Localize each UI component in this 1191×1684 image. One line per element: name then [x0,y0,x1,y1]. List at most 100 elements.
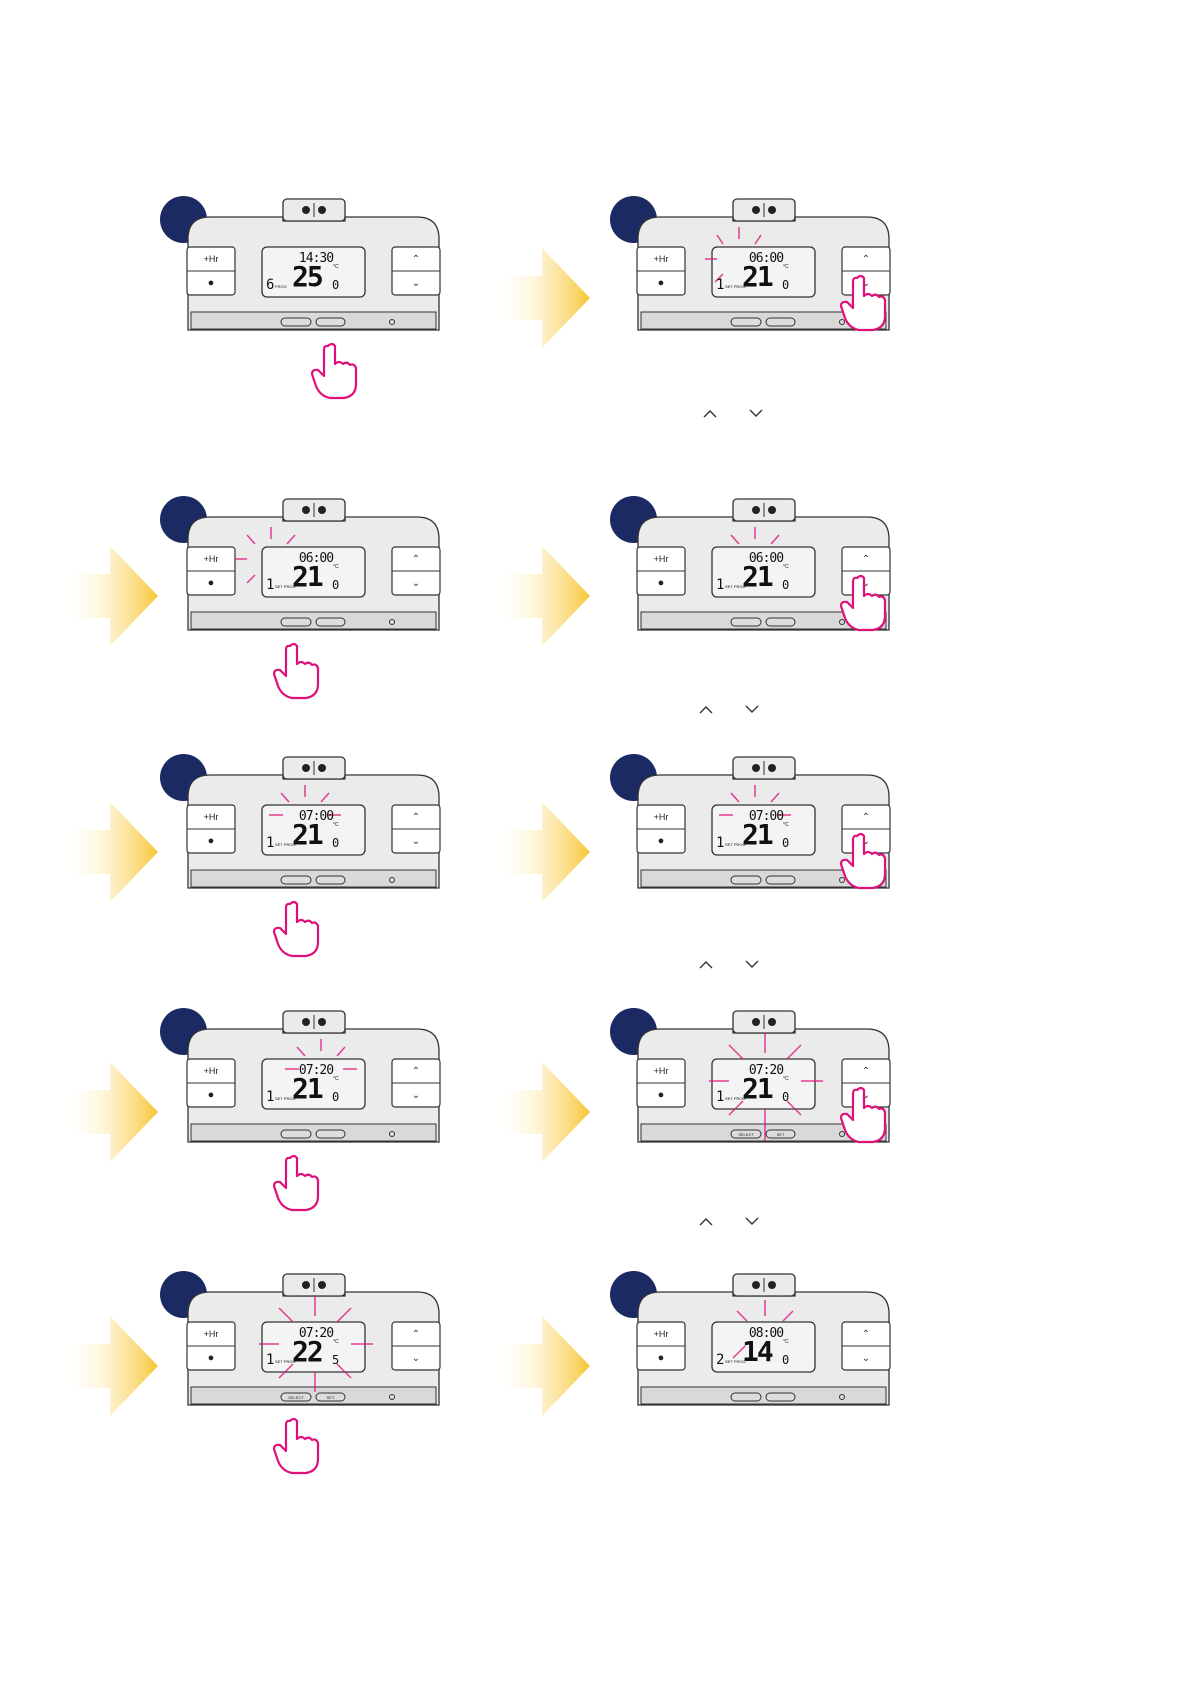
thermostat: +Hr ● ⌃ ⌄ 07:00 21 0 °C 1 SET PROG [186,756,441,889]
lcd-time: 07:20 [298,1326,334,1341]
lcd-decimal: 0 [332,1090,340,1104]
lcd-unit: °C [783,1076,789,1082]
pointing-hand-icon [272,1154,320,1212]
up-button[interactable]: ⌃ [861,1328,871,1340]
flame-button[interactable]: ● [207,1089,215,1101]
down-button[interactable]: ⌄ [411,835,421,847]
pointing-hand-icon [839,832,887,890]
up-button[interactable]: ⌃ [411,553,421,565]
up-button[interactable]: ⌃ [411,811,421,823]
lcd-display: 07:20 21 0 °C 1 SET PROG [712,1059,815,1109]
select-button[interactable]: SELECT [288,1394,304,1400]
down-button[interactable]: ⌄ [411,277,421,289]
pointing-hand-icon [839,274,887,332]
up-button[interactable]: ⌃ [861,553,871,565]
lcd-decimal: 5 [332,1353,340,1367]
lcd-program-number: 1 [716,835,725,851]
plus-hour-button[interactable]: +Hr [203,254,219,264]
set-button[interactable]: SET [326,1394,335,1400]
down-button[interactable]: ⌄ [861,277,871,289]
lcd-temperature: 21 [742,818,774,851]
up-button[interactable]: ⌃ [411,1065,421,1077]
lcd-temperature: 21 [742,260,774,293]
thermostat: +Hr ● ⌃ ⌄ 14:30 25 0 °C 6 PROG [186,198,441,331]
lcd-decimal: 0 [782,578,790,592]
flame-button[interactable]: ● [207,577,215,589]
flame-button[interactable]: ● [207,1352,215,1364]
lcd-display: 06:00 21 0 °C 1 SET PROG [712,247,815,297]
lcd-decimal: 0 [782,1353,790,1367]
select-button[interactable]: SELECT [738,1131,754,1137]
pointing-hand-icon [272,1417,320,1475]
lcd-program-number: 1 [266,1089,275,1105]
flame-button[interactable]: ● [657,1352,665,1364]
flame-button[interactable]: ● [657,835,665,847]
plus-hour-button[interactable]: +Hr [203,1329,219,1339]
down-button[interactable]: ⌄ [861,1352,871,1364]
plus-hour-button[interactable]: +Hr [203,554,219,564]
lcd-temperature: 21 [292,818,324,851]
flame-button[interactable]: ● [657,577,665,589]
lcd-prog-tag: SET PROG [725,584,746,589]
pointing-hand-icon [839,1086,887,1144]
lcd-unit: °C [333,564,339,570]
set-button[interactable]: SET [776,1131,785,1137]
plus-hour-button[interactable]: +Hr [203,1066,219,1076]
lcd-decimal: 0 [332,836,340,850]
lcd-time: 06:00 [748,251,784,266]
flame-button[interactable]: ● [657,277,665,289]
lcd-prog-tag: SET PROG [275,1359,296,1364]
lcd-display: 06:00 21 0 °C 1 SET PROG [712,547,815,597]
lcd-time: 06:00 [748,551,784,566]
lcd-display: 07:00 21 0 °C 1 SET PROG [262,805,365,855]
lcd-unit: °C [333,1076,339,1082]
plus-hour-button[interactable]: +Hr [203,812,219,822]
up-button[interactable]: ⌃ [411,253,421,265]
lcd-temperature: 21 [292,560,324,593]
lcd-program-number: 1 [716,577,725,593]
lcd-unit: °C [333,264,339,270]
down-button[interactable]: ⌄ [861,1089,871,1101]
lcd-program-number: 1 [266,835,275,851]
up-button[interactable]: ⌃ [861,1065,871,1077]
lcd-decimal: 0 [332,578,340,592]
plus-hour-button[interactable]: +Hr [653,554,669,564]
up-button[interactable]: ⌃ [861,811,871,823]
up-button[interactable]: ⌃ [411,1328,421,1340]
up-button[interactable]: ⌃ [861,253,871,265]
plus-hour-button[interactable]: +Hr [653,1329,669,1339]
pointing-hand-icon [272,642,320,700]
step-6: +Hr ● ⌃ ⌄ 07:00 21 0 °C 1 SET PROG [610,754,910,954]
down-button[interactable]: ⌄ [411,577,421,589]
plus-hour-button[interactable]: +Hr [653,254,669,264]
lcd-temperature: 21 [742,560,774,593]
lcd-prog-tag: SET PROG [725,1359,746,1364]
step-5: +Hr ● ⌃ ⌄ 07:00 21 0 °C 1 SET PROG [160,754,460,958]
lcd-display: 07:00 21 0 °C 1 SET PROG [712,805,815,855]
down-button[interactable]: ⌄ [861,577,871,589]
thermostat-body [636,498,891,631]
thermostat-body [636,1273,891,1406]
thermostat-body [186,756,441,889]
plus-hour-button[interactable]: +Hr [653,1066,669,1076]
lcd-decimal: 0 [782,278,790,292]
flame-button[interactable]: ● [207,835,215,847]
next-step-arrow-icon [500,1316,590,1416]
down-button[interactable]: ⌄ [861,835,871,847]
lcd-decimal: 0 [782,836,790,850]
next-step-arrow-icon [500,248,590,348]
flame-button[interactable]: ● [207,277,215,289]
pointing-hand-icon [272,900,320,958]
lcd-time: 06:00 [298,551,334,566]
lcd-temperature: 14 [742,1335,774,1368]
plus-hour-button[interactable]: +Hr [653,812,669,822]
down-button[interactable]: ⌄ [411,1089,421,1101]
lcd-prog-tag: SET PROG [725,284,746,289]
flame-button[interactable]: ● [657,1089,665,1101]
thermostat: +Hr ● ⌃ ⌄ 07:00 21 0 °C 1 SET PROG [636,756,891,889]
lcd-time: 07:20 [298,1063,334,1078]
down-button[interactable]: ⌄ [411,1352,421,1364]
lcd-prog-tag: SET PROG [275,1096,296,1101]
step-9: +Hr ● ⌃ ⌄ 07:20 22 5 °C 1 SET PROG SELEC… [160,1271,460,1475]
thermostat-body [186,498,441,631]
